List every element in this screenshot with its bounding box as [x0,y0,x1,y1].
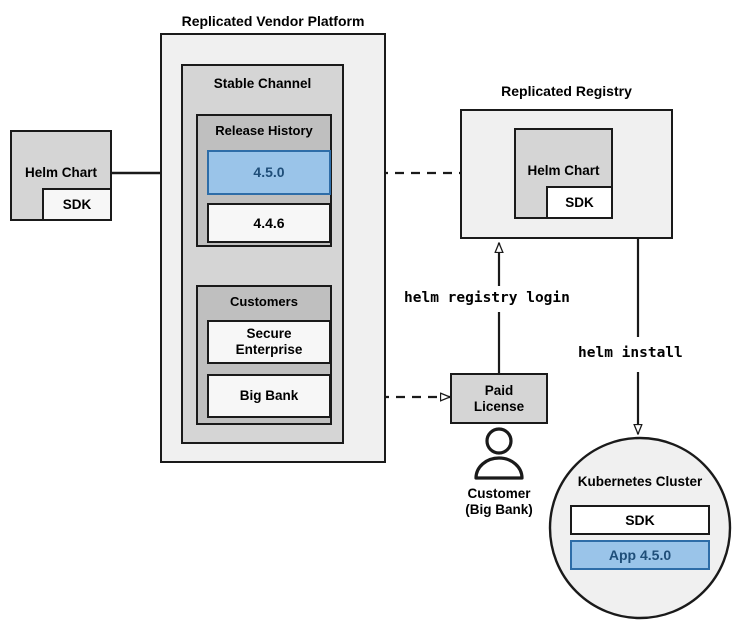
command-helm-install: helm install [578,345,683,361]
cluster-sdk-label: SDK [625,511,655,528]
command-helm-registry-login: helm registry login [404,290,570,306]
sdk-label: SDK [62,196,92,212]
sdk-label: SDK [565,194,594,210]
source-helm-chart-label: Helm Chart [24,165,97,180]
cluster-sdk-box: SDK [570,505,710,535]
customers-title: Customers [230,294,298,309]
release-item-4-5-0[interactable]: 4.5.0 [207,150,331,195]
release-version-label: 4.4.6 [253,214,285,231]
cluster-title: Kubernetes Cluster [577,474,703,489]
stable-channel-title: Stable Channel [213,76,312,91]
customer-actor-label: Customer (Big Bank) [465,486,533,517]
cluster-app-label: App 4.5.0 [608,546,672,563]
customer-name-label: Secure Enterprise [235,326,303,357]
registry-helm-chart-label: Helm Chart [527,163,600,178]
release-history-title: Release History [215,123,313,138]
cluster-app-box: App 4.5.0 [570,540,710,570]
customer-name-label: Big Bank [239,388,299,404]
source-helm-chart-sdk: SDK [42,188,112,221]
vendor-platform-title: Replicated Vendor Platform [181,13,365,29]
release-item-4-4-6[interactable]: 4.4.6 [207,203,331,243]
person-icon [474,427,524,480]
release-version-label: 4.5.0 [253,164,285,181]
registry-helm-chart-sdk: SDK [546,186,613,219]
registry-title: Replicated Registry [501,83,632,99]
paid-license-label: Paid License [473,382,525,414]
customer-item-secure-enterprise[interactable]: Secure Enterprise [207,320,331,364]
customer-item-big-bank[interactable]: Big Bank [207,374,331,418]
paid-license-box: Paid License [450,373,548,424]
